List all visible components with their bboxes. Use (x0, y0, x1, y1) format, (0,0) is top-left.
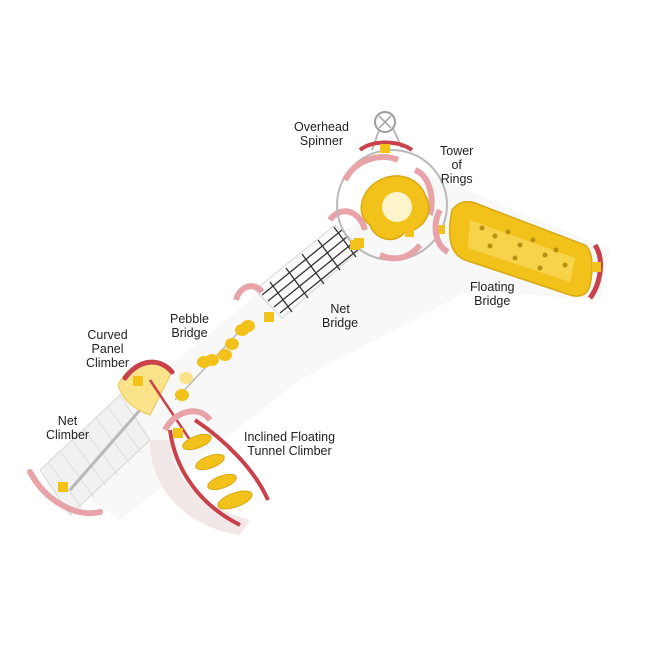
curved-panel-post (148, 379, 192, 441)
curved-panel-rail (122, 359, 175, 381)
tunnel-climber-step-4 (217, 490, 253, 510)
tower-of-rings (336, 149, 448, 262)
overhead-spinner (358, 111, 414, 153)
tower-clamp-2 (405, 228, 414, 237)
spinner-clamp (380, 144, 390, 153)
spinner-rail (358, 140, 414, 152)
net-climber (27, 394, 151, 517)
net-bridge-right-rail (327, 208, 368, 231)
pebble-1 (175, 389, 189, 401)
label-inclined-floating-tunnel-climber: Inclined Floating Tunnel Climber (244, 430, 336, 458)
tower-top-rail (342, 153, 400, 182)
net-climber-clamp (58, 482, 68, 492)
floating-bridge-clamp (592, 262, 601, 272)
curved-panel-climber (117, 359, 192, 441)
tunnel-climber-step-2 (195, 453, 225, 471)
tower-right-rail (413, 167, 435, 216)
tunnel-climber-right-rail (193, 418, 270, 501)
net-climber-post (68, 409, 142, 491)
tunnel-climber-step-3 (207, 473, 237, 491)
tower-clamp-3 (436, 225, 445, 234)
curved-panel-clamp (133, 376, 143, 386)
tunnel-climber-left-rail (168, 429, 241, 527)
tunnel-climber-shadow (150, 440, 250, 535)
floating-bridge-grips (479, 225, 568, 271)
net-bridge-clamp-1 (264, 312, 274, 322)
net-bridge (233, 208, 368, 322)
pebble-bridge (174, 319, 255, 401)
tower-ring-opening (382, 192, 412, 222)
pebble-2 (179, 372, 193, 384)
net-bridge-mesh (261, 226, 361, 314)
label-pebble-bridge: Pebble Bridge (170, 312, 209, 340)
net-climber-base-rail (27, 469, 103, 517)
label-overhead-spinner: Overhead Spinner (294, 120, 349, 148)
tower-bottom-rail (378, 243, 423, 262)
label-net-climber: Net Climber (46, 414, 90, 442)
tunnel-climber-top-hoop (162, 408, 213, 432)
floating-bridge-left-rail (432, 208, 450, 255)
label-floating-bridge: Floating Bridge (470, 280, 515, 308)
net-bridge-left-rail (233, 283, 265, 302)
tower-clamp-1 (350, 240, 360, 250)
tunnel-climber-clamp (173, 428, 183, 438)
label-net-bridge: Net Bridge (322, 302, 359, 330)
pebble-5 (218, 349, 232, 361)
label-tower-of-rings: Tower of Rings (440, 144, 474, 186)
pebble-8 (241, 320, 255, 332)
floating-bridge-right-rail (587, 243, 603, 300)
tunnel-climber-step-1 (182, 433, 212, 451)
pebble-4 (205, 354, 219, 366)
floating-bridge (432, 200, 603, 300)
pebble-6 (225, 338, 239, 350)
label-curved-panel-climber: Curved Panel Climber (86, 328, 130, 370)
inclined-floating-tunnel-climber (150, 408, 270, 535)
